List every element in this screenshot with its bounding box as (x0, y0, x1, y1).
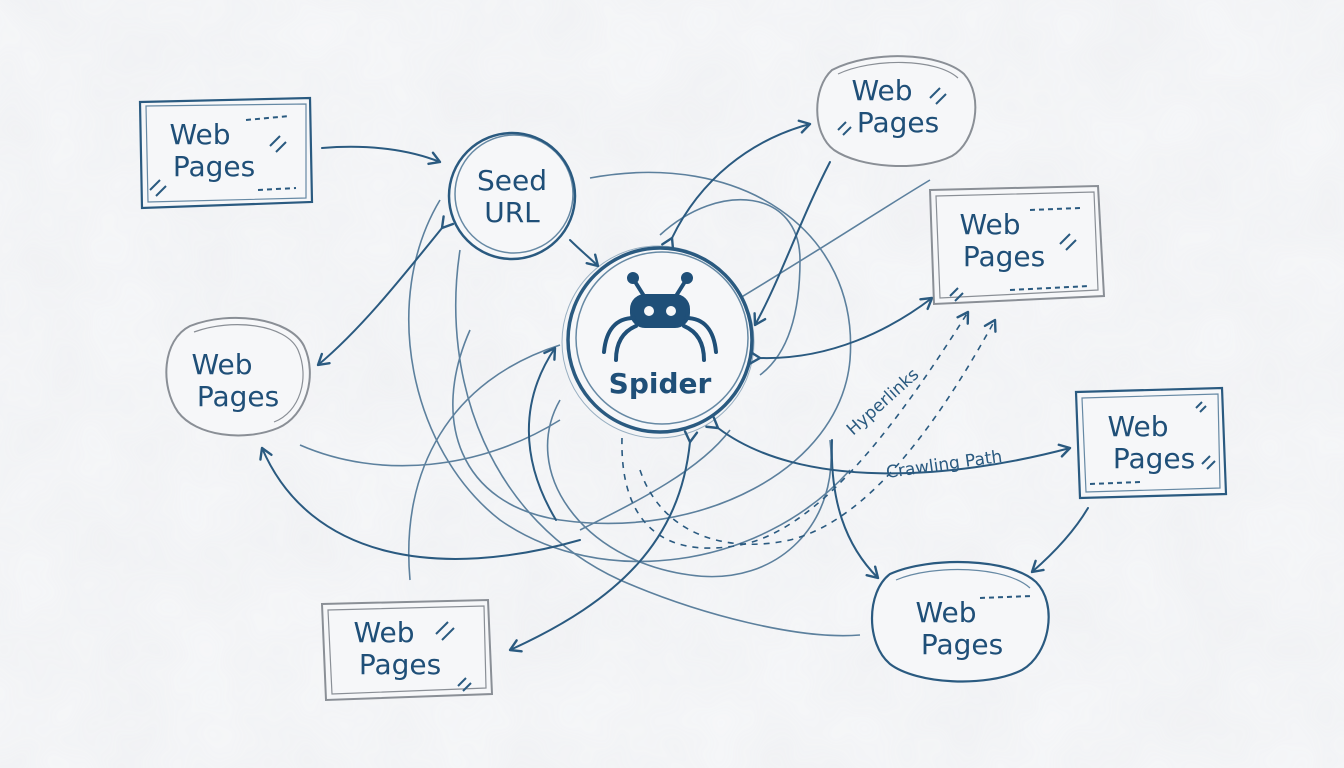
web-pages-line1: Web (1107, 410, 1168, 443)
swirl-curve (719, 179, 931, 311)
web-pages-node-right-middle: Web Pages (1074, 386, 1228, 500)
web-pages-line2: Pages (857, 106, 939, 139)
arrow-bottom-to-spider (527, 346, 557, 521)
arrow-swirl-to-left (259, 446, 581, 560)
seed-url-line2: URL (484, 196, 540, 229)
link-icon (837, 87, 947, 136)
web-pages-line2: Pages (197, 380, 279, 413)
web-pages-line2: Pages (921, 628, 1003, 661)
web-pages-node-top-right: Web Pages (816, 55, 977, 168)
link-icon (1089, 401, 1216, 485)
arrow-spider-to-rightupper (748, 296, 934, 365)
web-pages-line1: Web (191, 348, 252, 381)
arrow-spider-to-topright (661, 119, 812, 251)
seed-url-node: Seed URL (447, 131, 577, 261)
dashed-path-2 (639, 318, 997, 546)
web-pages-node-left: Web Pages (165, 316, 311, 437)
arrow-spider-to-rightmiddle (705, 415, 1072, 475)
web-pages-line1: Web (915, 596, 976, 629)
arrow-rightmiddle-to-bottomright (1030, 507, 1089, 574)
web-pages-line1: Web (169, 118, 230, 151)
arrow-seed-to-spider (569, 239, 600, 268)
spider-hub: Spider (561, 245, 755, 439)
link-icon (435, 621, 472, 692)
spider-label: Spider (609, 367, 712, 400)
web-pages-line2: Pages (359, 648, 441, 681)
web-pages-line2: Pages (1113, 442, 1195, 475)
web-pages-line1: Web (353, 616, 414, 649)
web-pages-line2: Pages (173, 150, 255, 183)
web-pages-node-right-upper: Web Pages (928, 184, 1106, 306)
arrow-spider-to-bottomleft (508, 430, 699, 653)
link-icon (149, 115, 297, 197)
swirl-curve (408, 344, 561, 581)
arrow-swirl-to-bottomright (830, 439, 880, 580)
arrow-topleft-to-seed (321, 145, 442, 166)
crawl-arrows (259, 119, 1089, 653)
seed-url-line1: Seed (477, 164, 547, 197)
link-icon (949, 207, 1091, 302)
hyperlink-paths (621, 310, 997, 549)
web-pages-line2: Pages (963, 240, 1045, 273)
web-pages-node-bottom-right: Web Pages (871, 560, 1050, 683)
web-pages-node-top-left: Web Pages (138, 96, 314, 210)
web-pages-line1: Web (959, 208, 1020, 241)
web-pages-line1: Web (851, 74, 912, 107)
web-pages-node-bottom-left: Web Pages (320, 598, 494, 702)
spider-robot-icon (602, 272, 718, 362)
dashed-path-1 (621, 310, 970, 549)
arrow-seed-to-left (316, 215, 455, 367)
